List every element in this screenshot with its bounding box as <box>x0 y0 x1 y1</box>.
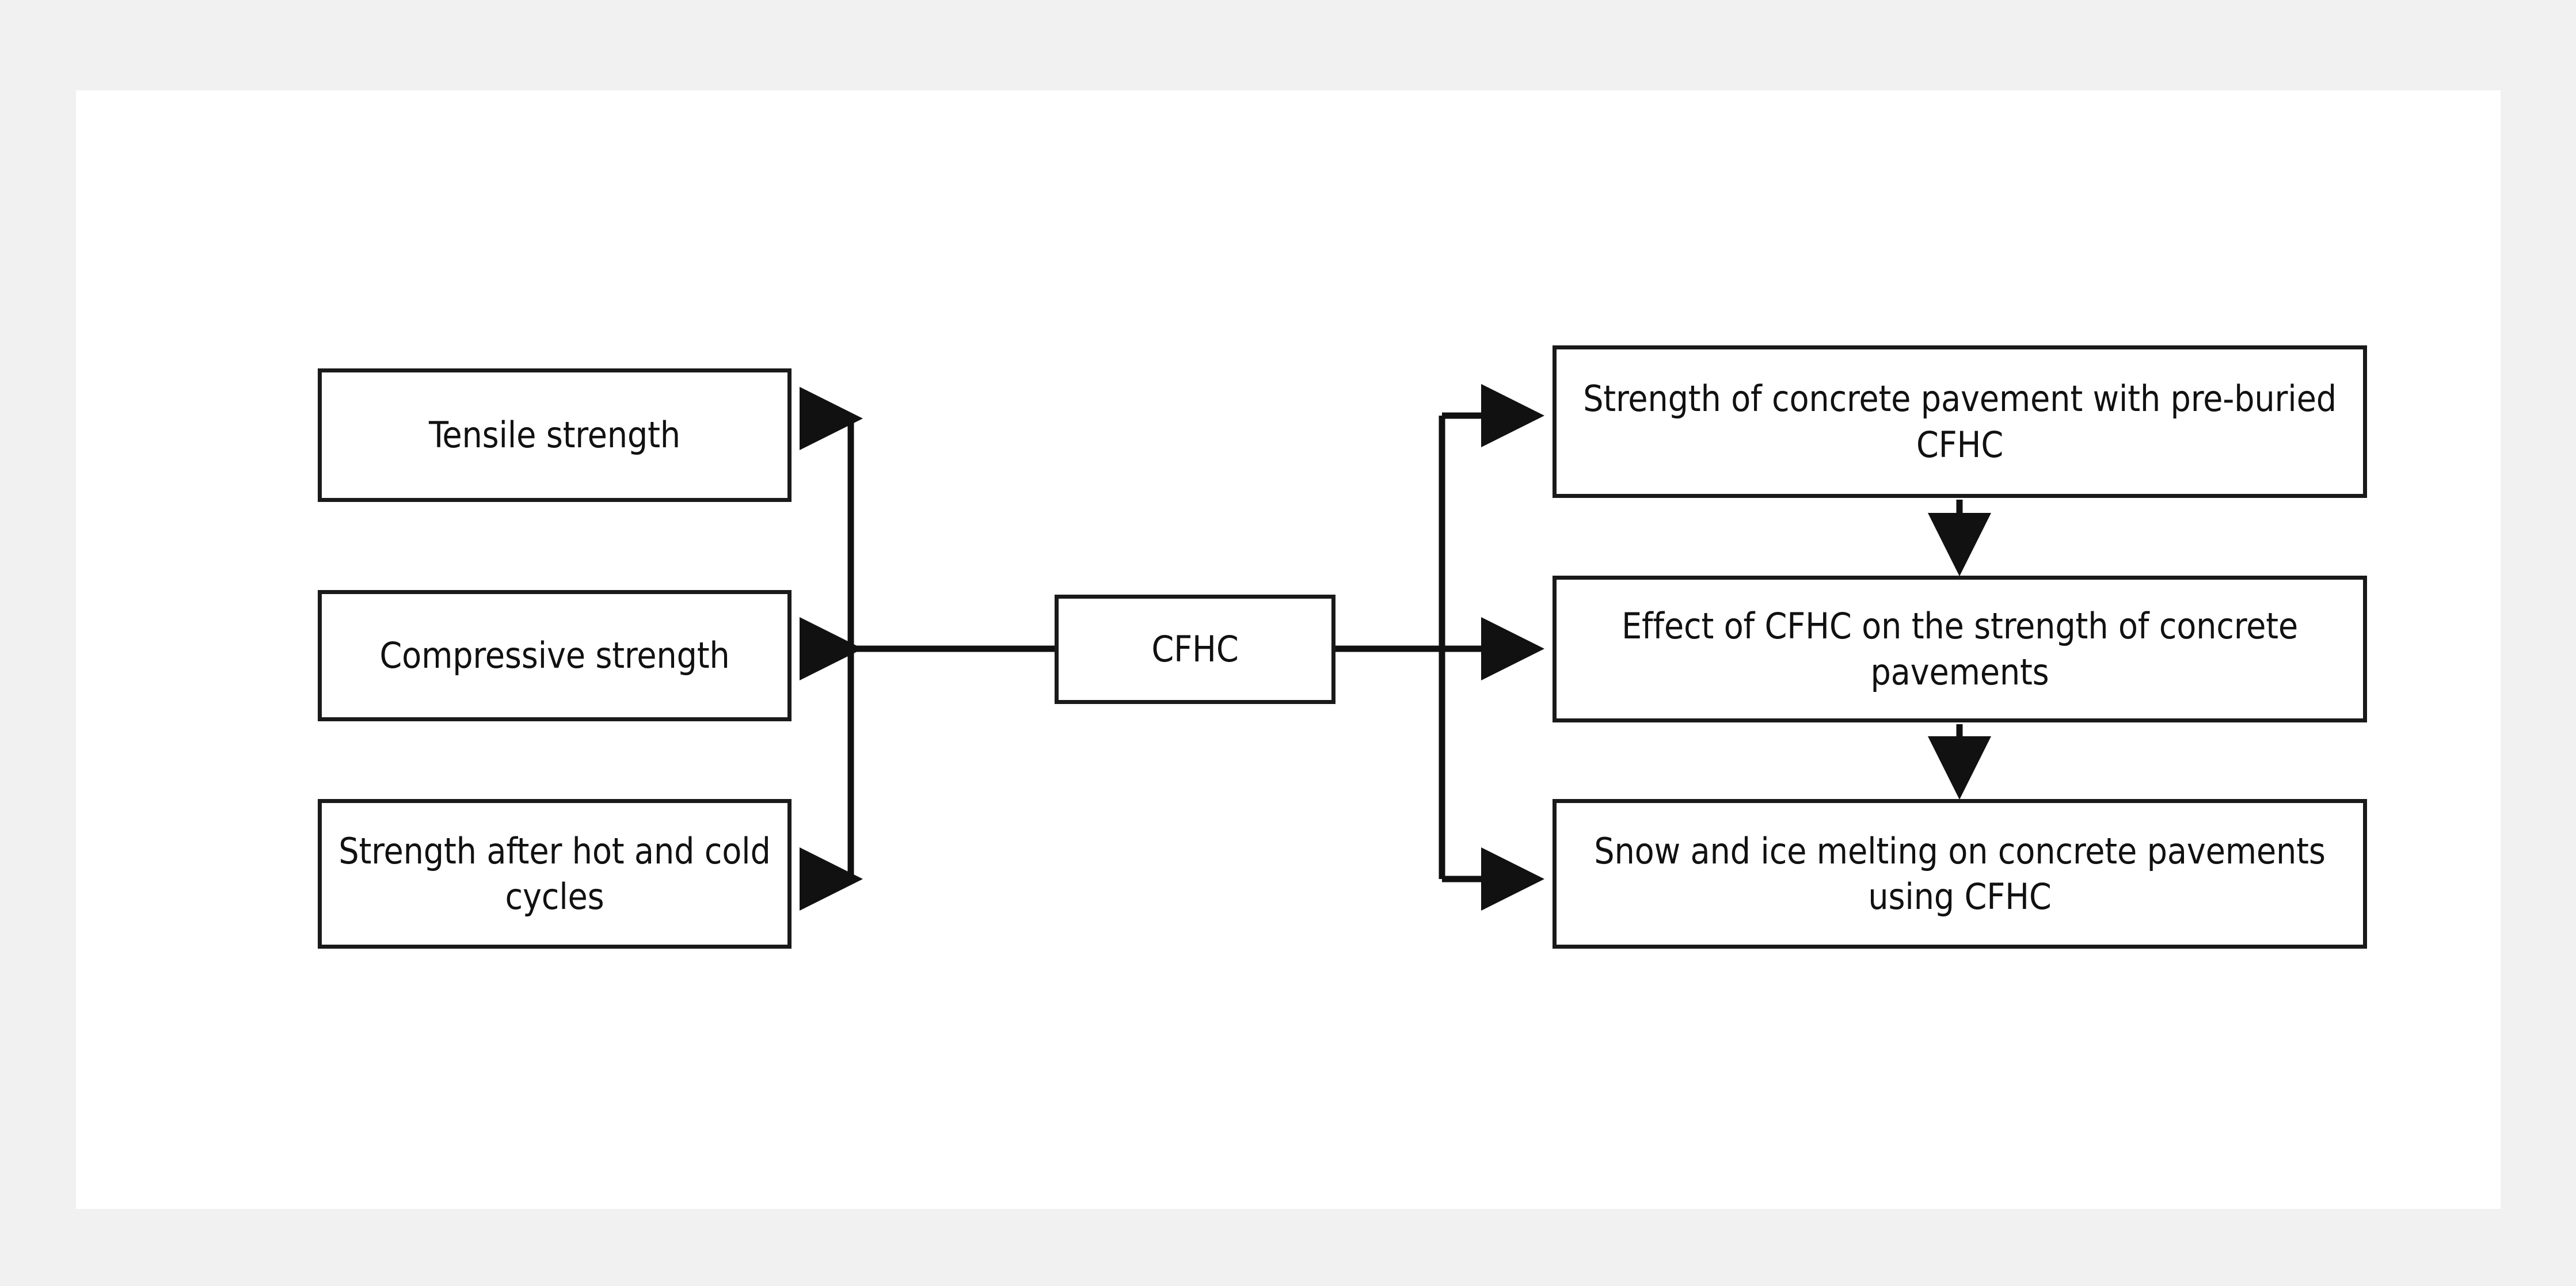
node-tensile-strength[interactable]: Tensile strength <box>318 368 792 502</box>
node-effect-cfhc-strength[interactable]: Effect of CFHC on the strength of concre… <box>1553 576 2367 722</box>
node-tensile-strength-label: Tensile strength <box>429 414 680 456</box>
node-compressive-strength[interactable]: Compressive strength <box>318 590 792 721</box>
edge-cfhc-to-left-branch <box>800 387 1055 911</box>
node-compressive-strength-label: Compressive strength <box>379 634 730 677</box>
node-hot-cold-cycles-label: Strength after hot and cold cycles <box>338 830 771 918</box>
node-cfhc[interactable]: CFHC <box>1055 595 1335 704</box>
node-effect-cfhc-strength-label: Effect of CFHC on the strength of concre… <box>1621 605 2299 693</box>
node-hot-cold-cycles[interactable]: Strength after hot and cold cycles <box>318 799 792 949</box>
node-snow-ice-melting[interactable]: Snow and ice melting on concrete pavemen… <box>1553 799 2367 949</box>
node-strength-preburied-cfhc-label: Strength of concrete pavement with pre-b… <box>1583 378 2337 466</box>
node-cfhc-label: CFHC <box>1151 628 1239 671</box>
edge-cfhc-to-right-branch <box>1335 384 1544 911</box>
node-strength-preburied-cfhc[interactable]: Strength of concrete pavement with pre-b… <box>1553 345 2367 498</box>
node-snow-ice-melting-label: Snow and ice melting on concrete pavemen… <box>1594 830 2326 918</box>
